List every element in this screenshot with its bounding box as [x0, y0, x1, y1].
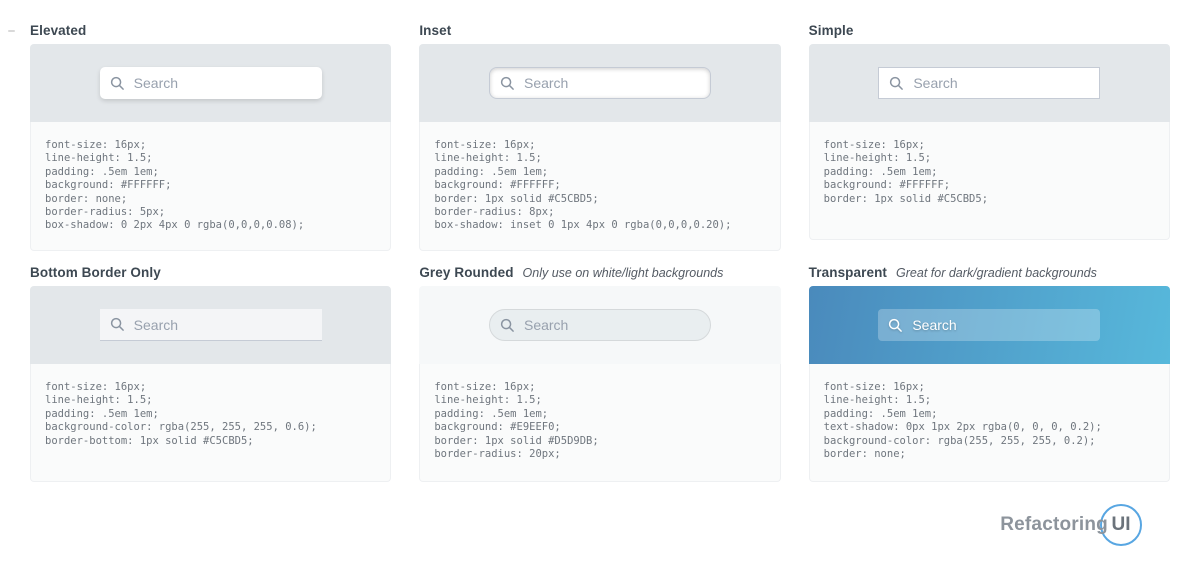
- style-card: Search font-size: 16px; line-height: 1.5…: [808, 44, 1170, 240]
- css-code: font-size: 16px; line-height: 1.5; paddi…: [45, 139, 305, 232]
- card-usage-note: Only use on white/light backgrounds: [522, 266, 724, 280]
- card-title-row: Inset: [419, 23, 780, 38]
- css-code: font-size: 16px; line-height: 1.5; paddi…: [434, 381, 599, 461]
- preview-panel: Search: [419, 44, 781, 122]
- card-title: Elevated: [30, 23, 87, 38]
- css-code: font-size: 16px; line-height: 1.5; paddi…: [45, 381, 317, 447]
- cards-row-1: Elevated Search font-size: 16px; line-he…: [30, 23, 1170, 251]
- preview-panel: Search: [30, 286, 392, 364]
- style-card-grey-rounded: Grey Rounded Only use on white/light bac…: [419, 265, 781, 482]
- search-placeholder: Search: [133, 75, 179, 91]
- preview-panel: Search: [808, 44, 1170, 122]
- preview-panel: Search: [808, 286, 1170, 364]
- css-code: font-size: 16px; line-height: 1.5; paddi…: [823, 139, 989, 205]
- stray-artifact: [8, 30, 15, 32]
- style-card-bottom-border: Bottom Border Only Search font-size: 16p…: [30, 265, 392, 482]
- search-placeholder: Search: [913, 75, 958, 91]
- search-input[interactable]: Search: [99, 67, 322, 99]
- style-card-simple: Simple Search font-size: 16px; line-heig…: [808, 23, 1170, 240]
- search-icon: [890, 76, 904, 90]
- style-card-inset: Inset Search font-size: 16px; line-heigh…: [419, 23, 781, 251]
- refactoring-ui-logo: Refactoring UI: [1000, 504, 1142, 546]
- card-title-row: Elevated: [30, 23, 391, 38]
- style-card-transparent: Transparent Great for dark/gradient back…: [808, 265, 1170, 482]
- logo-circle-icon: UI: [1100, 504, 1142, 546]
- search-icon: [889, 318, 903, 332]
- css-code: font-size: 16px; line-height: 1.5; paddi…: [823, 381, 1102, 461]
- style-card: Search font-size: 16px; line-height: 1.5…: [30, 286, 392, 482]
- style-guide-page: Elevated Search font-size: 16px; line-he…: [0, 23, 1200, 546]
- preview-panel: Search: [30, 44, 392, 122]
- search-placeholder: Search: [523, 317, 569, 333]
- card-title: Inset: [419, 23, 452, 38]
- cards-row-2: Bottom Border Only Search font-size: 16p…: [30, 265, 1170, 482]
- css-code-panel: font-size: 16px; line-height: 1.5; paddi…: [808, 122, 1170, 240]
- search-icon: [500, 318, 514, 332]
- search-input[interactable]: Search: [99, 309, 322, 341]
- search-placeholder: Search: [133, 316, 179, 333]
- search-placeholder: Search: [523, 75, 569, 91]
- card-title: Grey Rounded: [419, 265, 514, 280]
- card-title: Bottom Border Only: [30, 265, 161, 280]
- search-icon: [500, 76, 514, 90]
- style-card: Search font-size: 16px; line-height: 1.5…: [30, 44, 392, 251]
- logo-suffix: UI: [1111, 514, 1131, 535]
- card-title: Simple: [808, 23, 854, 38]
- card-title-row: Bottom Border Only: [30, 265, 391, 280]
- search-placeholder: Search: [912, 317, 957, 333]
- card-title-row: Transparent Great for dark/gradient back…: [808, 265, 1170, 280]
- card-title: Transparent: [808, 265, 888, 280]
- search-input[interactable]: Search: [488, 67, 711, 99]
- card-title-row: Grey Rounded Only use on white/light bac…: [419, 265, 780, 280]
- style-card-elevated: Elevated Search font-size: 16px; line-he…: [30, 23, 392, 251]
- css-code-panel: font-size: 16px; line-height: 1.5; paddi…: [808, 364, 1170, 482]
- css-code: font-size: 16px; line-height: 1.5; paddi…: [434, 139, 732, 232]
- style-card: Search font-size: 16px; line-height: 1.5…: [808, 286, 1170, 482]
- card-title-row: Simple: [808, 23, 1170, 38]
- search-input[interactable]: Search: [878, 67, 1101, 99]
- footer: Refactoring UI: [30, 504, 1170, 546]
- css-code-panel: font-size: 16px; line-height: 1.5; paddi…: [419, 122, 781, 251]
- search-icon: [110, 317, 124, 331]
- logo-word: Refactoring: [1000, 514, 1108, 535]
- css-code-panel: font-size: 16px; line-height: 1.5; paddi…: [30, 364, 392, 482]
- card-usage-note: Great for dark/gradient backgrounds: [896, 266, 1097, 280]
- search-input[interactable]: Search: [488, 309, 711, 341]
- search-icon: [110, 76, 124, 90]
- style-card: Search font-size: 16px; line-height: 1.5…: [419, 286, 781, 482]
- preview-panel: Search: [419, 286, 781, 364]
- css-code-panel: font-size: 16px; line-height: 1.5; paddi…: [419, 364, 781, 482]
- style-card: Search font-size: 16px; line-height: 1.5…: [419, 44, 781, 251]
- css-code-panel: font-size: 16px; line-height: 1.5; paddi…: [30, 122, 392, 251]
- search-input[interactable]: Search: [878, 309, 1101, 341]
